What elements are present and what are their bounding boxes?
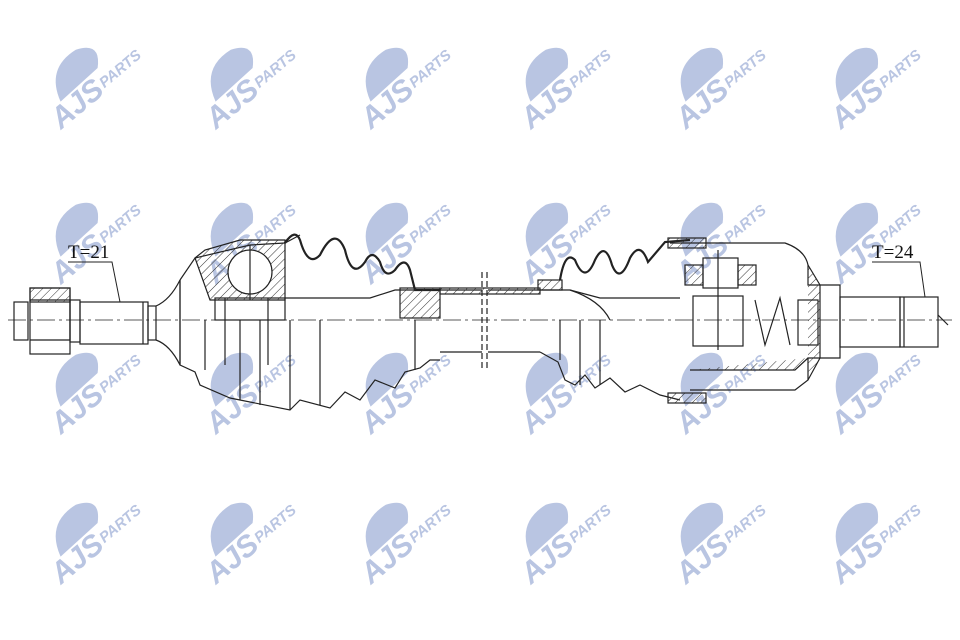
left-spline [79,279,181,366]
outer-cv-joint [179,234,440,411]
shaft [439,272,541,368]
leader-left [68,261,121,303]
tripod-housing [667,237,841,404]
left-boot [284,233,441,370]
right-stub [839,296,949,348]
right-thread-label: T=24 [872,242,914,263]
right-boot [537,238,691,401]
leader-right [872,261,926,298]
left-thread-label: T=21 [68,242,109,263]
left-nut [13,287,81,355]
